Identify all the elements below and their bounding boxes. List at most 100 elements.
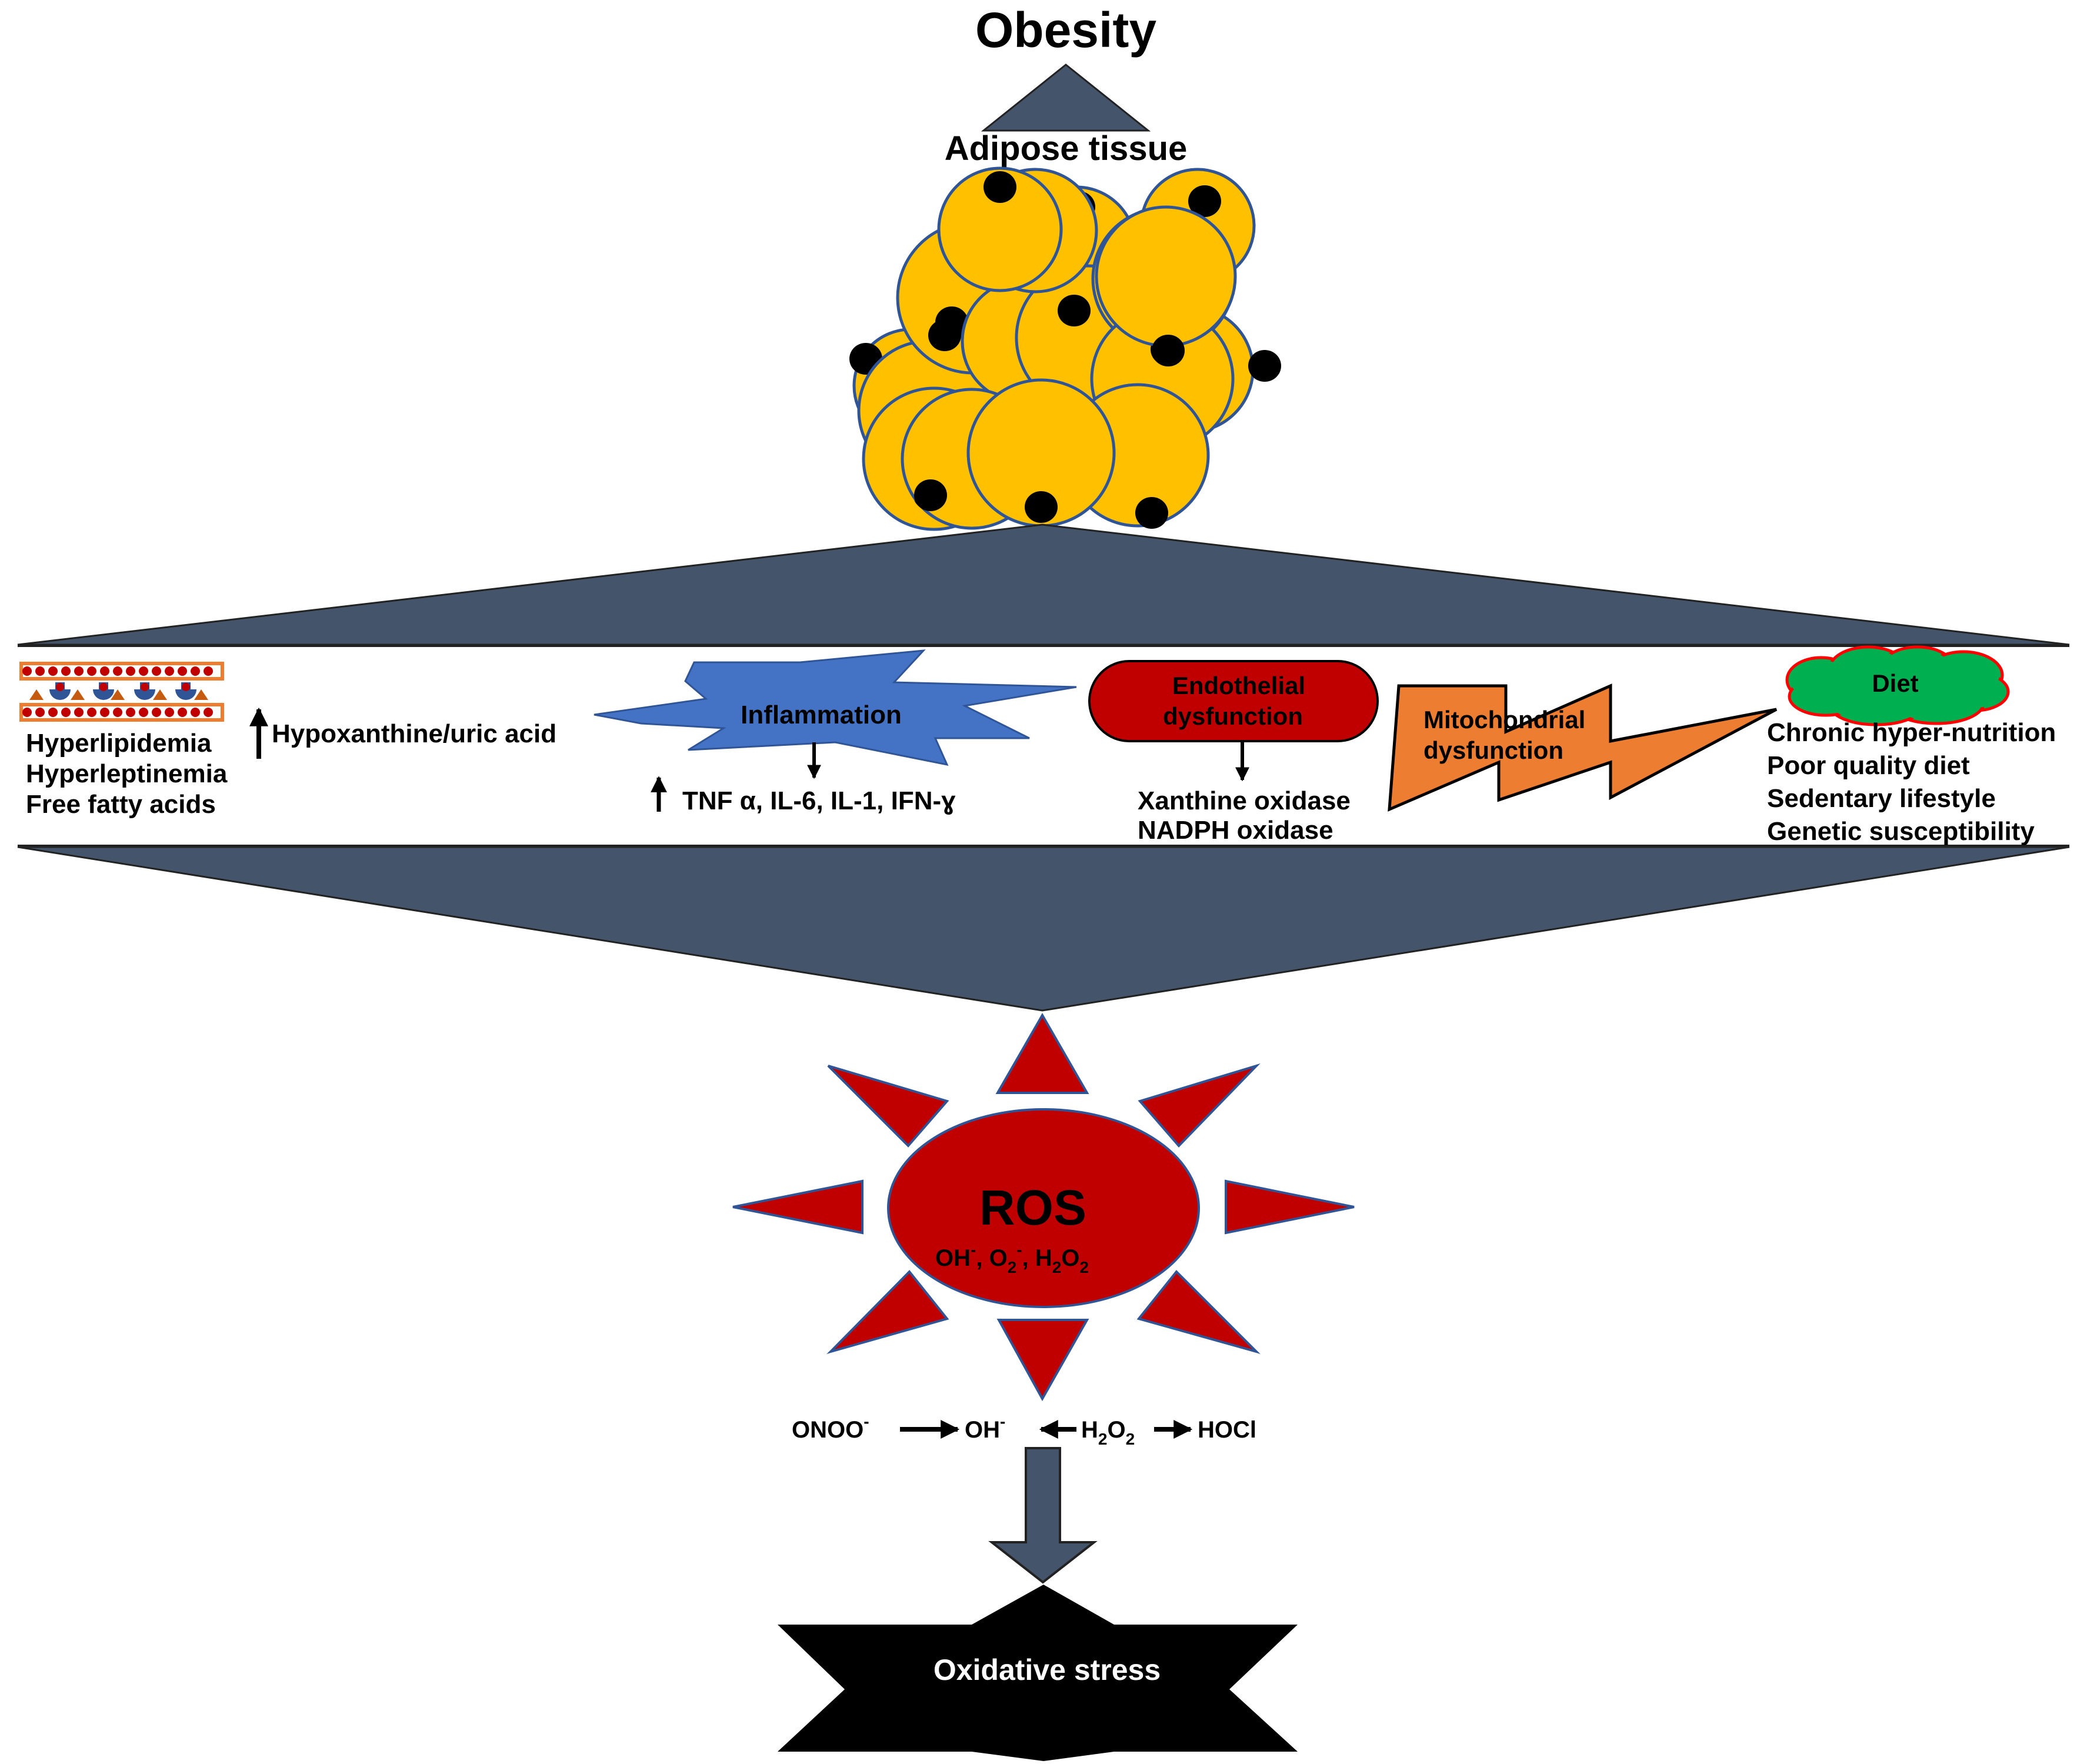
ros-species-o2: O [989,1245,1008,1271]
inflammation-label: Inflammation [741,701,902,729]
red-blood-cell [126,666,135,676]
ros-ray-top-left [827,1065,949,1148]
obesity-triangle [981,64,1151,132]
red-blood-cell [165,708,174,717]
lower-funnel [17,846,2070,1012]
red-blood-cell [87,708,96,717]
red-blood-cell [100,666,109,676]
red-blood-cell [191,666,200,676]
oxidative-stress-label: Oxidative stress [934,1653,1161,1686]
red-blood-cell [113,666,122,676]
red-blood-cell [48,708,58,717]
upper-funnel [17,523,2070,646]
ligand-dot [56,683,64,691]
ros-ellipse [887,1108,1200,1308]
diet-label: Diet [1872,669,1918,697]
inflammation-starburst [594,649,1077,766]
red-blood-cell [113,708,122,717]
fat-cell-nucleus [914,479,947,511]
ros-species-h: H [1035,1245,1052,1271]
factor-hyperleptinemia: Hyperleptinemia [26,759,228,788]
endothelial-label-line1: Endothelial [1172,672,1305,699]
mitochondrial-label-line2: dysfunction [1423,736,1563,764]
ros-species-o-sub: 2 [1079,1258,1089,1276]
ros-species-oh: OH [935,1245,971,1271]
endothelial-dysfunction-box [1088,660,1379,742]
red-blood-cell [139,666,148,676]
red-blood-cell [178,666,187,676]
ros-species: OH-, O2-, H2O2 [935,1241,1089,1276]
reaction-h2o2: H2O2 [1081,1417,1135,1448]
fat-cell-nucleus [928,319,961,351]
blood-vessel-icon [19,662,224,722]
red-blood-cell [204,666,213,676]
ros-ray-top-right [1138,1063,1261,1148]
red-blood-cell [35,708,45,717]
onoo-text: ONOO [792,1417,864,1443]
ros-species-h-sub: 2 [1052,1258,1062,1276]
fat-cell-nucleus [1135,497,1168,529]
reaction-oh: OH- [965,1412,1005,1443]
ros-species-sep2: , [1022,1245,1035,1271]
lipid-particle [153,689,167,700]
fat-cell [1095,205,1237,348]
red-blood-cell [61,666,71,676]
red-blood-cell [152,666,161,676]
ros-ray-right [1225,1179,1355,1235]
red-blood-cell [100,708,109,717]
diet-line-genetic: Genetic susceptibility [1767,817,2035,846]
red-blood-cell [165,666,174,676]
ros-ray-left [732,1179,864,1235]
red-blood-cell [22,666,32,676]
factor-free-fatty-acids: Free fatty acids [26,790,216,819]
adipose-tissue-label: Adipose tissue [945,129,1188,168]
oh-sup: - [1000,1412,1005,1430]
h2o2-h: H [1081,1417,1098,1443]
red-blood-cell [74,708,84,717]
lipid-particle [71,689,85,700]
h2o2-o: O [1107,1417,1125,1443]
mitochondrial-lightning-bolt [1388,683,1778,812]
mitochondrial-label-line1: Mitochondrial [1423,706,1585,733]
onoo-sup: - [864,1412,869,1430]
block-arrow-down [988,1447,1098,1584]
ros-sun [732,1012,1355,1402]
ros-ray-bottom [996,1319,1089,1402]
red-blood-cell [35,666,45,676]
lipid-particle [194,689,208,700]
red-blood-cell [74,666,84,676]
diet-line-sedentary: Sedentary lifestyle [1767,784,1996,813]
red-blood-cell [48,666,58,676]
fat-cell [937,166,1063,292]
red-blood-cell [191,708,200,717]
red-blood-cell [152,708,161,717]
lipid-particle [111,689,125,700]
endothelial-label-line2: dysfunction [1163,702,1303,730]
xanthine-oxidase-label: Xanthine oxidase [1138,786,1351,815]
adipose-cluster [849,166,1281,531]
reaction-hocl: HOCl [1198,1417,1256,1443]
ros-species-o2-sub: 2 [1008,1258,1017,1276]
diet-line-poor-quality: Poor quality diet [1767,751,1970,780]
nadph-oxidase-label: NADPH oxidase [1138,816,1333,845]
ros-species-sep1: , [976,1245,989,1271]
fat-cell-nucleus [984,171,1016,203]
fat-cell-nucleus [1152,335,1185,366]
ros-ray-bottom-right [1136,1270,1261,1354]
fat-cell-nucleus [1025,491,1058,523]
red-blood-cell [204,708,213,717]
red-blood-cell [87,666,96,676]
red-blood-cell [61,708,71,717]
ros-ray-bottom-left [826,1269,949,1354]
ligand-dot [141,683,149,691]
oxidative-stress-shape [778,1585,1298,1761]
cytokines-label: TNF α, IL-6, IL-1, IFN-ɣ [682,786,956,815]
ros-species-oh-sup: - [971,1241,976,1259]
fat-cell-nucleus [1188,185,1221,217]
ros-label: ROS [979,1180,1086,1235]
ros-species-o: O [1061,1245,1079,1271]
factor-hyperlipidemia: Hyperlipidemia [26,729,212,758]
ligand-dot [99,683,108,691]
lipid-particle [29,689,44,700]
